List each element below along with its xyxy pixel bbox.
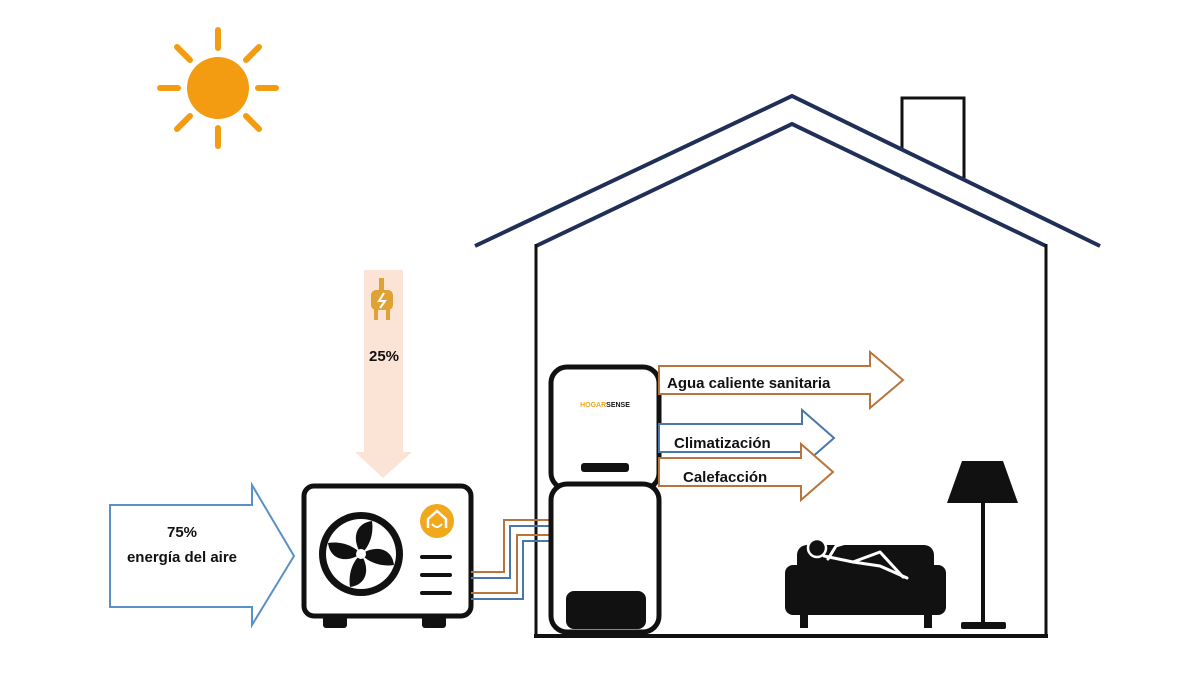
air-label: energía del aire [127, 549, 237, 566]
plug-icon [371, 278, 393, 320]
indoor-tank-unit: HOGARSENSE [548, 364, 662, 635]
person-icon [806, 537, 909, 580]
house [474, 93, 1101, 638]
roof-inner [535, 121, 1047, 248]
heating-label: Calefacción [683, 469, 767, 486]
electricity-arrow: 25% [355, 270, 412, 478]
tank-brand-left: HOGAR [580, 402, 606, 409]
unit-vents [420, 555, 452, 595]
refrigerant-pipes [471, 519, 554, 600]
electricity-percent: 25% [369, 348, 399, 365]
hot-water-arrow: Agua caliente sanitaria [658, 349, 905, 411]
floor-lamp-icon [947, 461, 1018, 629]
house-logo-icon [420, 504, 454, 538]
sun-icon [157, 27, 279, 149]
cooling-label: Climatización [674, 435, 771, 452]
tank-brand: HOGARSENSE [580, 402, 630, 409]
roof-outer [474, 93, 1101, 248]
heating-arrow: Calefacción [658, 441, 835, 503]
tank-brand-right: SENSE [606, 402, 630, 409]
fan-icon [319, 512, 403, 596]
air-energy-arrow: 75% energía del aire [109, 481, 296, 629]
cooling-arrow: Climatización [658, 407, 836, 469]
hot-water-label: Agua caliente sanitaria [667, 375, 831, 392]
outdoor-heat-pump-unit [301, 483, 474, 628]
air-percent: 75% [167, 524, 197, 541]
roof-fill [475, 96, 1100, 246]
